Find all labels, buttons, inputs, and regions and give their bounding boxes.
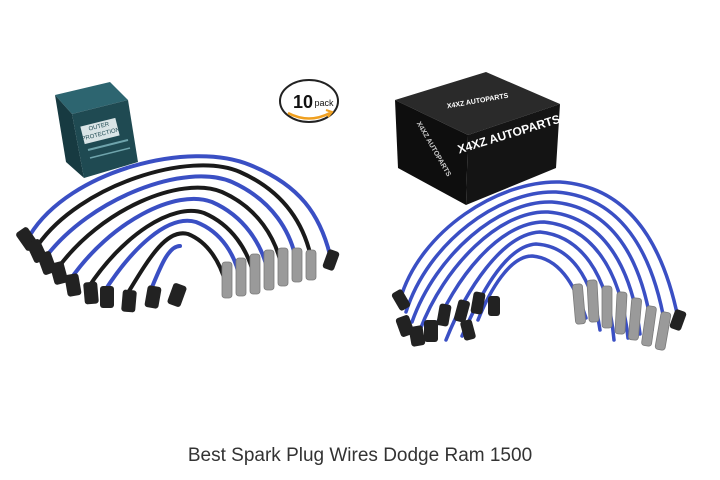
- right-wires: [398, 180, 680, 342]
- right-black-boots: [391, 289, 687, 347]
- badge-number: 10: [293, 92, 313, 112]
- right-product-box: X4XZ AUTOPARTS X4XZ AUTOPARTS X4XZ AUTOP…: [395, 72, 562, 205]
- right-grey-boots: [572, 279, 672, 351]
- left-box-label-1: OUTER: [88, 122, 110, 133]
- left-grey-boots: [221, 247, 317, 299]
- badge-unit: pack: [314, 98, 334, 108]
- ten-pack-badge: 10 pack: [279, 79, 339, 123]
- left-product: OUTER PROTECTION: [16, 82, 340, 313]
- right-product: X4XZ AUTOPARTS X4XZ AUTOPARTS X4XZ AUTOP…: [391, 72, 687, 351]
- badge-smile-arrow-icon: [287, 111, 331, 120]
- left-product-box: OUTER PROTECTION: [55, 82, 138, 178]
- left-black-boots: [16, 227, 340, 313]
- caption: Best Spark Plug Wires Dodge Ram 1500: [187, 445, 533, 466]
